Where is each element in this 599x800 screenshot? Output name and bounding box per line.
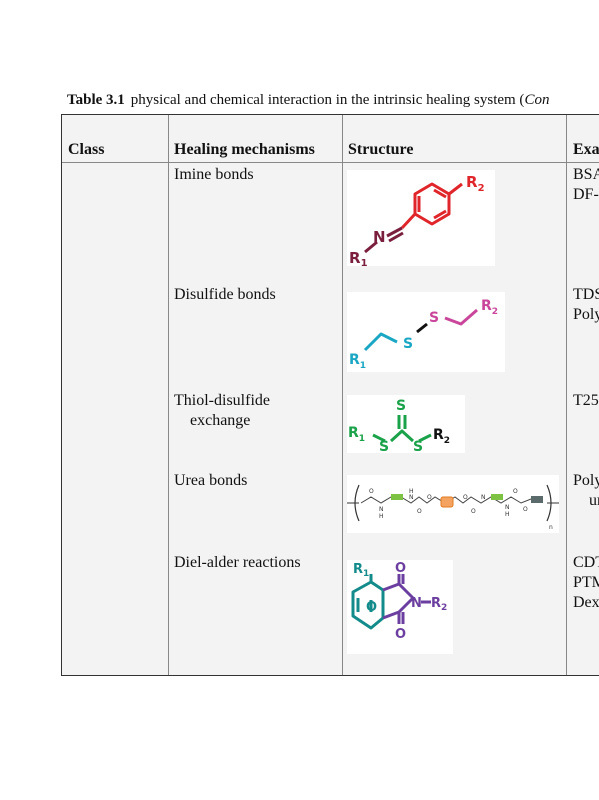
repeat-subscript: n (549, 524, 553, 531)
example-line: PTM (573, 574, 599, 591)
table-number: Table 3.1 (67, 92, 125, 108)
mechanism-urea: Urea bonds (174, 472, 248, 489)
atom-n: N (481, 494, 486, 501)
example-line: Poly (573, 472, 599, 489)
caption-text: physical and chemical interaction in the… (130, 92, 525, 108)
atom-h: H (409, 488, 414, 495)
examples-disulfide: TDS Poly (573, 285, 599, 325)
svg-text:R2: R2 (431, 596, 447, 613)
mechanism-line: Thiol-disulfide (174, 392, 270, 409)
disulfide-structure: S S R2 R1 (347, 292, 505, 372)
header-mechanisms: Healing mechanisms (174, 141, 315, 158)
example-line: BSA (573, 166, 599, 183)
s-atom-right: S (413, 439, 423, 453)
example-line: CDT (573, 554, 599, 571)
atom-o: O (463, 494, 468, 501)
r1-label: R (349, 352, 360, 368)
r1-label: R (349, 249, 361, 266)
atom-o: O (427, 494, 432, 501)
examples-diels-alder: CDT PTM Dex (573, 553, 599, 613)
r1-subscript: 1 (360, 361, 366, 371)
thiol-structure: S S S R1 R2 (347, 395, 465, 453)
mechanism-imine: Imine bonds (174, 166, 254, 183)
svg-text:R1: R1 (349, 249, 368, 266)
caption-continued: Con (524, 92, 550, 108)
r2-subscript: 2 (441, 603, 447, 613)
diels-alder-structure: R1 O O O N R2 (347, 560, 453, 654)
r2-label: R (481, 298, 492, 314)
mechanism-disulfide: Disulfide bonds (174, 286, 276, 303)
imine-n-atom: N (373, 228, 386, 246)
example-line: DF- (573, 186, 599, 203)
r1-subscript: 1 (361, 258, 368, 266)
example-line: Dex (573, 594, 599, 611)
example-line: ur (589, 492, 599, 509)
atom-h: H (505, 511, 510, 518)
atom-o: O (417, 508, 422, 515)
r1-label: R (353, 562, 363, 577)
example-line: P (573, 411, 599, 431)
svg-text:R2: R2 (433, 427, 450, 446)
imine-structure: R2 N R1 (347, 170, 495, 266)
column-divider (566, 115, 567, 675)
atom-o: O (523, 506, 528, 513)
r1-subscript: 1 (359, 434, 365, 444)
table-caption: Table 3.1 physical and chemical interacti… (67, 92, 549, 109)
atom-n: N (505, 504, 510, 511)
svg-text:R2: R2 (466, 173, 485, 194)
examples-imine: BSA DF- (573, 165, 599, 205)
s-atom-left: S (379, 439, 389, 453)
examples-urea: Poly ur (573, 471, 599, 511)
atom-o: O (369, 488, 374, 495)
r1-subscript: 1 (363, 569, 369, 579)
column-divider (342, 115, 343, 675)
s-atom-right: S (429, 310, 439, 326)
atom-o: O (513, 488, 518, 495)
r2-subscript: 2 (444, 436, 450, 446)
svg-text:R2: R2 (481, 298, 498, 317)
r2-label: R (433, 427, 444, 443)
header-examples: Exa (573, 141, 599, 158)
example-line: TDS (573, 286, 599, 303)
s-atom-top: S (396, 398, 406, 414)
carbonyl-o-bottom: O (395, 627, 406, 642)
atom-h: H (379, 513, 384, 520)
r2-label: R (431, 596, 441, 611)
r1-label: R (348, 425, 359, 441)
mechanism-line: exchange (190, 412, 251, 429)
header-divider (62, 162, 599, 163)
r2-label: R (466, 173, 478, 191)
examples-thiol-disulfide: T25 P (573, 391, 599, 431)
atom-n: N (409, 494, 414, 501)
example-line: Poly (573, 306, 599, 323)
s-atom-left: S (403, 336, 413, 352)
imide-n-atom: N (411, 596, 422, 611)
atom-o: O (471, 508, 476, 515)
bridge-o-atom: O (366, 600, 377, 615)
mechanism-diels-alder: Diel-alder reactions (174, 554, 301, 571)
urea-structure: O N H H N O O O O N N H O O n (347, 475, 559, 533)
carbonyl-o-top: O (395, 561, 406, 576)
column-divider (168, 115, 169, 675)
example-line: T25 (573, 392, 599, 409)
mechanism-thiol-disulfide: Thiol-disulfide exchange (174, 391, 270, 431)
svg-text:R1: R1 (349, 352, 366, 371)
header-structure: Structure (348, 141, 414, 158)
svg-text:R1: R1 (353, 562, 369, 579)
svg-text:R1: R1 (348, 425, 365, 444)
header-class: Class (68, 141, 105, 158)
r2-subscript: 2 (478, 183, 485, 194)
atom-n: N (379, 506, 384, 513)
healing-table: Class Healing mechanisms Structure Exa I… (61, 114, 599, 676)
r2-subscript: 2 (492, 307, 498, 317)
